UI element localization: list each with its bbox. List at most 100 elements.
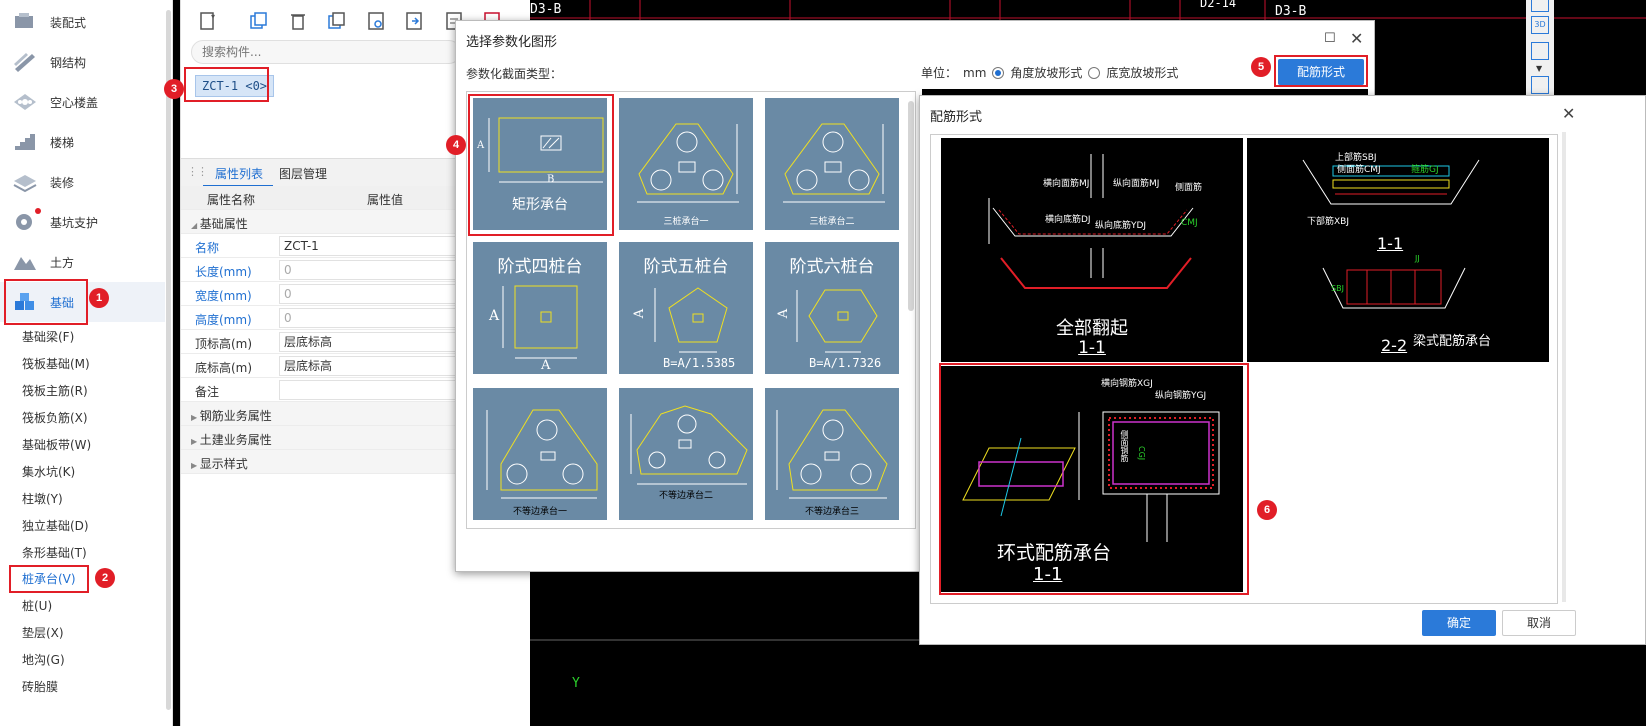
- section-type-label: 参数化截面类型：: [466, 67, 563, 81]
- shape-grid-scrollbar[interactable]: [908, 101, 914, 311]
- sub-pile[interactable]: 桩(U): [22, 599, 53, 613]
- radio-angle-slope[interactable]: [992, 66, 1005, 79]
- view-cube-icon[interactable]: [1531, 0, 1549, 12]
- copy-icon[interactable]: [247, 10, 269, 32]
- unit-label: 单位：: [921, 66, 958, 80]
- sub-raft-foundation[interactable]: 筏板基础(M): [22, 357, 90, 371]
- nav-hollow-slab[interactable]: 空心楼盖: [0, 82, 165, 122]
- shape-tile-unequal-3[interactable]: 不等边承台三: [765, 388, 899, 520]
- rebar-option-title: 梁式配筋承台: [1413, 334, 1492, 349]
- group-rebar-text: 钢筋业务属性: [199, 409, 272, 423]
- sub-sump-pit[interactable]: 集水坑(K): [22, 465, 76, 479]
- shape-tile-unequal-1[interactable]: 不等边承台一: [473, 388, 607, 520]
- nav-scrollbar[interactable]: [166, 10, 171, 710]
- rebar-option-ring-type[interactable]: 横向钢筋XGJ 纵向钢筋YGJ 侧面钢筋 CGJ 环式配筋承台 1-1: [941, 366, 1243, 592]
- sub-strip-footing[interactable]: 条形基础(T): [22, 546, 87, 560]
- step-badge: 6: [1257, 500, 1277, 520]
- search-component-input[interactable]: [191, 40, 461, 64]
- shape-tile-stepped-four-pile[interactable]: 阶式四桩台 A A: [473, 242, 607, 374]
- tab-property-list[interactable]: 属性列表: [215, 167, 264, 181]
- shape-unequal-2-drawing: [630, 405, 748, 485]
- rebar-label: CGJ: [1137, 446, 1146, 461]
- sub-pile-cap[interactable]: 桩承台(V): [22, 572, 76, 586]
- section-label: 1-1: [1033, 564, 1063, 585]
- shape-tile-rectangle[interactable]: A B 矩形承台: [473, 98, 607, 230]
- left-navigation: 装配式 钢结构 空心楼盖 楼梯 装修 基坑支护 土方 基础 1 基础梁(F) 筏…: [0, 0, 173, 726]
- cad-label: D3-B: [530, 2, 562, 17]
- sub-trench[interactable]: 地沟(G): [22, 653, 65, 667]
- close-icon[interactable]: ✕: [1350, 29, 1364, 48]
- ok-button[interactable]: 确定: [1422, 610, 1496, 636]
- rebar-label: 横向钢筋XGJ: [1101, 379, 1153, 389]
- nav-steel[interactable]: 钢结构: [0, 42, 165, 82]
- import-icon[interactable]: [403, 10, 425, 32]
- nav-prefab[interactable]: 装配式: [0, 2, 165, 42]
- rebar-label: 纵向面筋MJ: [1113, 179, 1160, 189]
- formula-label: B=A/1.7326: [809, 356, 882, 370]
- shape-three-pile-2-drawing: [783, 123, 885, 203]
- new-component-icon[interactable]: ▾: [197, 10, 219, 32]
- section-label: 2-2: [1381, 336, 1408, 355]
- maximize-icon[interactable]: ☐: [1324, 31, 1336, 46]
- radio-angle-slope-label[interactable]: 角度放坡形式: [1010, 66, 1083, 80]
- sub-cushion[interactable]: 垫层(X): [22, 626, 64, 640]
- radio-bottom-width-slope-label[interactable]: 底宽放坡形式: [1106, 66, 1179, 80]
- step-badge: 2: [95, 568, 115, 588]
- property-name: 宽度(mm): [195, 289, 252, 303]
- cancel-button[interactable]: 取消: [1502, 610, 1576, 636]
- dim-label: A: [477, 140, 485, 151]
- svg-text:▾: ▾: [211, 12, 215, 21]
- sub-isolated-footing[interactable]: 独立基础(D): [22, 519, 89, 533]
- radio-bottom-width-slope[interactable]: [1088, 66, 1101, 79]
- rebar-form-button[interactable]: 配筋形式: [1278, 59, 1364, 85]
- sub-foundation-beam[interactable]: 基础梁(F): [22, 330, 75, 344]
- component-item-zct1[interactable]: ZCT-1 <0>: [195, 75, 275, 97]
- dialog2-scrollbar[interactable]: [1562, 132, 1566, 602]
- earthwork-icon: [14, 257, 36, 270]
- nav-stairs[interactable]: 楼梯: [0, 122, 165, 162]
- close-icon[interactable]: ✕: [1562, 104, 1576, 123]
- shape-tile-stepped-five-pile[interactable]: 阶式五桩台 A B=A/1.5385: [619, 242, 753, 374]
- hollow-slab-icon: [14, 94, 36, 110]
- group-rebar-label: ▶ 钢筋业务属性: [191, 407, 272, 424]
- box-view-icon[interactable]: [1531, 42, 1549, 60]
- shape-tile-three-pile-1[interactable]: 三桩承台一: [619, 98, 753, 230]
- sub-column-pier[interactable]: 柱墩(Y): [22, 492, 63, 506]
- sub-raft-neg-rebar[interactable]: 筏板负筋(X): [22, 411, 88, 425]
- shape-rectangle-drawing: [488, 117, 604, 183]
- formula-label: B=A/1.5385: [663, 356, 736, 370]
- dim-label: B: [547, 174, 555, 185]
- rebar-label: SBJ: [1331, 284, 1344, 293]
- shape-unequal-1-drawing: [486, 409, 598, 499]
- foundation-cubes-icon: [15, 293, 34, 310]
- layer-copy-icon[interactable]: [325, 10, 347, 32]
- 3d-view-icon[interactable]: 3D: [1531, 16, 1549, 34]
- delete-icon[interactable]: [287, 10, 309, 32]
- dim-label: A: [541, 358, 551, 373]
- nav-foundation[interactable]: 基础: [0, 282, 165, 322]
- nav-earthwork[interactable]: 土方: [0, 242, 165, 282]
- view-side-icon[interactable]: [1531, 76, 1549, 94]
- rebar-label: 纵向钢筋YGJ: [1155, 391, 1207, 401]
- rebar-label: 箍筋GJ: [1411, 165, 1439, 175]
- tile-label: 不等边承台三: [804, 507, 859, 517]
- rebar-option-full-bend[interactable]: 横向面筋MJ 纵向面筋MJ 横向底筋DJ 纵向底筋YDJ 侧面筋 CMJ 全部翻…: [941, 138, 1243, 362]
- nav-decoration[interactable]: 装修: [0, 162, 165, 202]
- decoration-icon: [13, 175, 37, 193]
- sub-brick-mold[interactable]: 砖胎膜: [22, 680, 59, 694]
- filter-icon[interactable]: [365, 10, 387, 32]
- shape-tile-three-pile-2[interactable]: 三桩承台二: [765, 98, 899, 230]
- shape-stepped-five-pile-drawing: [654, 287, 728, 353]
- tile-label: 阶式四桩台: [497, 257, 583, 277]
- chevron-down-icon[interactable]: ▼: [1536, 64, 1543, 73]
- sub-foundation-strip[interactable]: 基础板带(W): [22, 438, 92, 452]
- property-name: 高度(mm): [195, 313, 252, 327]
- drag-handle-icon[interactable]: ⋮⋮: [187, 165, 208, 178]
- nav-excavation-support[interactable]: 基坑支护: [0, 202, 165, 242]
- shape-tile-unequal-2[interactable]: 不等边承台二: [619, 388, 753, 520]
- sub-raft-main-rebar[interactable]: 筏板主筋(R): [22, 384, 88, 398]
- rebar-option-beam-type[interactable]: 上部筋SBJ 下部筋XBJ 侧面筋CMJ 箍筋GJ SBJ JJ 1-1 2-2…: [1247, 138, 1549, 362]
- tab-layer-management[interactable]: 图层管理: [279, 167, 328, 181]
- shape-tile-stepped-six-pile[interactable]: 阶式六桩台 A B=A/1.7326: [765, 242, 899, 374]
- shape-stepped-six-pile-drawing: [796, 289, 878, 353]
